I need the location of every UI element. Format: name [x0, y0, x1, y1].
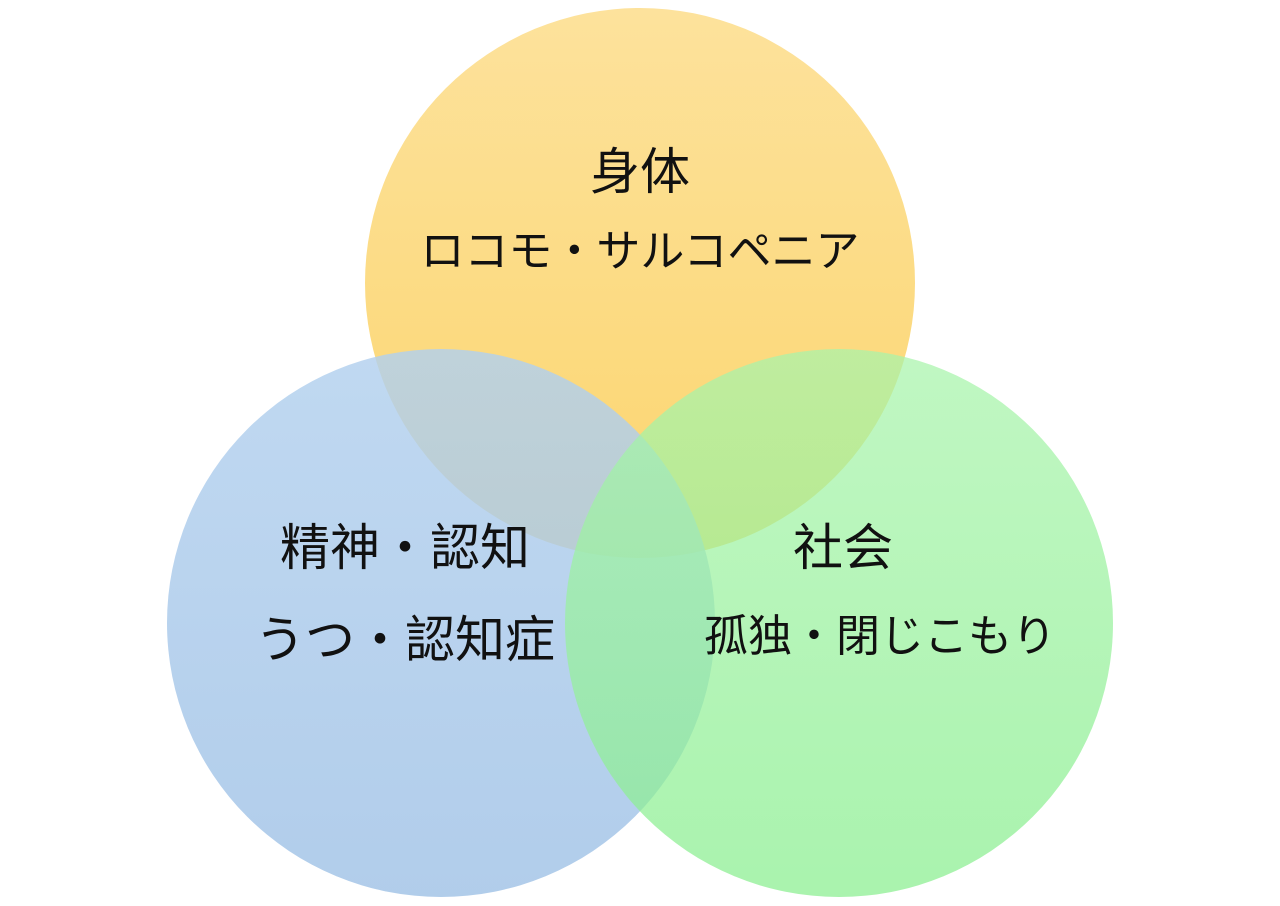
mental-title: 精神・認知: [280, 519, 530, 577]
mental-subtitle: うつ・認知症: [255, 611, 555, 669]
social-subtitle: 孤独・閉じこもり: [704, 611, 1056, 662]
circle-social: [565, 349, 1113, 897]
circle-mental: [167, 349, 715, 897]
social-title: 社会: [793, 519, 893, 577]
physical-subtitle: ロコモ・サルコペニア: [420, 226, 860, 277]
physical-title: 身体: [590, 143, 690, 201]
